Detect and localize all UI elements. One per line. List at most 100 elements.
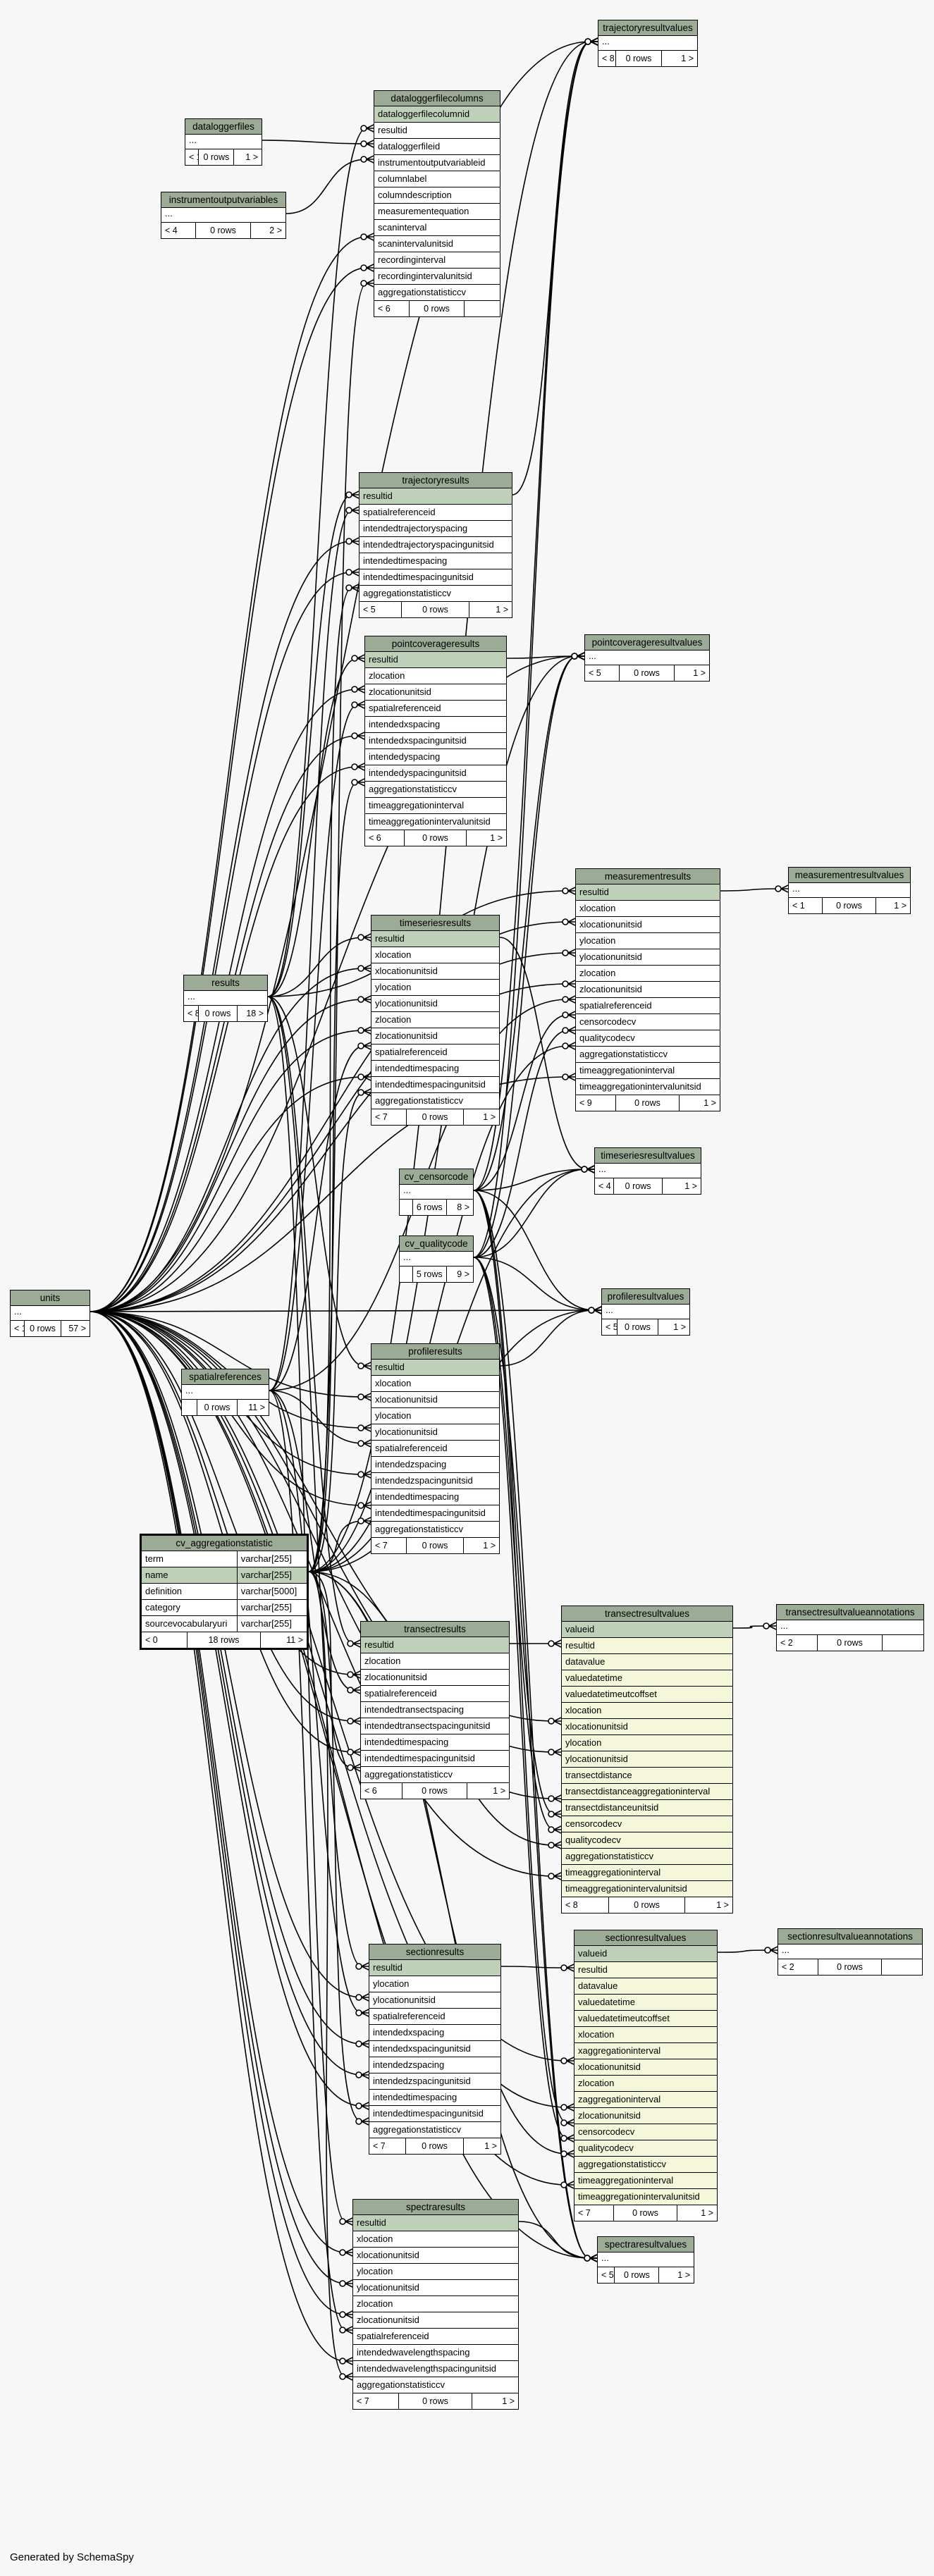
- column-row[interactable]: ylocationunitsid: [562, 1751, 732, 1768]
- parents-count[interactable]: < 5: [360, 602, 403, 617]
- children-count[interactable]: 1 >: [703, 1098, 716, 1108]
- column-row[interactable]: xlocationunitsid: [576, 917, 720, 933]
- children-count[interactable]: 2 >: [269, 226, 282, 235]
- column-row[interactable]: timeaggregationinterval: [365, 798, 506, 814]
- parents-count[interactable]: < 8: [184, 1006, 199, 1021]
- column-row[interactable]: xlocation: [562, 1703, 732, 1719]
- column-row[interactable]: valuedatetime: [574, 1995, 717, 2011]
- column-row[interactable]: spatialreferenceid: [361, 1686, 509, 1702]
- parents-count[interactable]: < 7: [371, 1109, 407, 1125]
- column-row[interactable]: timeaggregationinterval: [562, 1865, 732, 1881]
- column-row[interactable]: dataloggerfilecolumnid: [374, 106, 500, 123]
- column-row[interactable]: xaggregationinterval: [574, 2043, 717, 2059]
- column-row[interactable]: xlocationunitsid: [371, 1392, 499, 1408]
- table-header[interactable]: timeseriesresultvalues: [595, 1148, 701, 1164]
- children-count[interactable]: 1 >: [673, 1322, 686, 1332]
- table-header[interactable]: spatialreferences: [182, 1369, 269, 1385]
- parents-count[interactable]: < 2: [777, 1635, 818, 1651]
- collapsed-columns[interactable]: ...: [595, 1164, 701, 1178]
- children-count[interactable]: 11 >: [248, 1403, 265, 1412]
- column-row[interactable]: resultid: [360, 488, 512, 505]
- table-header[interactable]: transectresultvalues: [562, 1606, 732, 1622]
- column-row[interactable]: recordingintervalunitsid: [374, 269, 500, 285]
- column-row[interactable]: ylocation: [562, 1735, 732, 1751]
- column-row[interactable]: spatialreferenceid: [353, 2329, 518, 2345]
- table-header[interactable]: sectionresultvalues: [574, 1930, 717, 1946]
- column-row[interactable]: resultid: [576, 885, 720, 901]
- parents-count[interactable]: < 7: [369, 2138, 406, 2154]
- column-row[interactable]: aggregationstatisticcv: [374, 285, 500, 301]
- column-row[interactable]: valuedatetimeutcoffset: [562, 1687, 732, 1703]
- collapsed-columns[interactable]: ...: [778, 1945, 922, 1959]
- column-row[interactable]: intendedtransectspacingunitsid: [361, 1718, 509, 1734]
- column-row[interactable]: ylocation: [353, 2264, 518, 2280]
- table-header[interactable]: timeseriesresults: [371, 916, 499, 931]
- children-count[interactable]: 1 >: [502, 2396, 515, 2406]
- column-row[interactable]: columndescription: [374, 187, 500, 204]
- column-row[interactable]: qualitycodecv: [576, 1030, 720, 1047]
- column-row[interactable]: censorcodecv: [562, 1816, 732, 1832]
- column-row[interactable]: aggregationstatisticcv: [365, 782, 506, 798]
- parents-count[interactable]: < 8: [562, 1897, 610, 1913]
- column-row[interactable]: spatialreferenceid: [371, 1044, 499, 1061]
- column-row[interactable]: transectdistance: [562, 1768, 732, 1784]
- table-header[interactable]: measurementresultvalues: [789, 868, 910, 883]
- parents-count[interactable]: [400, 1200, 413, 1215]
- column-row[interactable]: zlocationunitsid: [576, 982, 720, 998]
- parents-count[interactable]: < 9: [576, 1095, 616, 1111]
- column-row[interactable]: intendedzspacing: [371, 1457, 499, 1473]
- children-count[interactable]: 1 >: [490, 833, 503, 843]
- column-row[interactable]: dataloggerfileid: [374, 139, 500, 155]
- table-header[interactable]: pointcoverageresults: [365, 636, 506, 652]
- children-count[interactable]: [882, 1959, 922, 1975]
- table-header[interactable]: pointcoverageresultvalues: [585, 635, 709, 651]
- collapsed-columns[interactable]: ...: [400, 1185, 473, 1200]
- parents-count[interactable]: < 2: [778, 1959, 818, 1975]
- column-row[interactable]: zlocation: [365, 668, 506, 684]
- column-row[interactable]: intendedtimespacingunitsid: [360, 569, 512, 586]
- collapsed-columns[interactable]: ...: [585, 651, 709, 665]
- column-row[interactable]: resultid: [365, 652, 506, 668]
- collapsed-columns[interactable]: ...: [11, 1306, 90, 1321]
- children-count[interactable]: [883, 1635, 923, 1651]
- column-row[interactable]: intendedtimespacingunitsid: [361, 1751, 509, 1767]
- table-header[interactable]: trajectoryresultvalues: [598, 20, 697, 36]
- column-row[interactable]: intendedtimespacingunitsid: [371, 1505, 499, 1522]
- column-row[interactable]: resultid: [574, 1962, 717, 1978]
- column-row[interactable]: intendedwavelengthspacingunitsid: [353, 2361, 518, 2377]
- column-row[interactable]: intendedtrajectoryspacingunitsid: [360, 537, 512, 553]
- children-count[interactable]: 1 >: [493, 1786, 505, 1796]
- column-row[interactable]: timeaggregationintervalunitsid: [574, 2189, 717, 2205]
- column-row[interactable]: xlocation: [371, 947, 499, 963]
- column-row[interactable]: timeaggregationinterval: [576, 1063, 720, 1079]
- column-row[interactable]: xlocation: [353, 2231, 518, 2248]
- parents-count[interactable]: < 0: [142, 1632, 188, 1648]
- column-row[interactable]: ylocationunitsid: [353, 2280, 518, 2296]
- column-row[interactable]: resultid: [374, 123, 500, 139]
- collapsed-columns[interactable]: ...: [185, 135, 262, 149]
- column-row[interactable]: intendedtimespacingunitsid: [369, 2106, 500, 2122]
- column-row[interactable]: timeaggregationintervalunitsid: [576, 1079, 720, 1095]
- column-row[interactable]: xlocationunitsid: [353, 2248, 518, 2264]
- table-header[interactable]: cv_aggregationstatistic: [142, 1536, 307, 1551]
- column-row[interactable]: intendedtimespacing: [360, 553, 512, 569]
- column-row[interactable]: qualitycodecv: [574, 2140, 717, 2157]
- column-row[interactable]: intendedzspacingunitsid: [371, 1473, 499, 1489]
